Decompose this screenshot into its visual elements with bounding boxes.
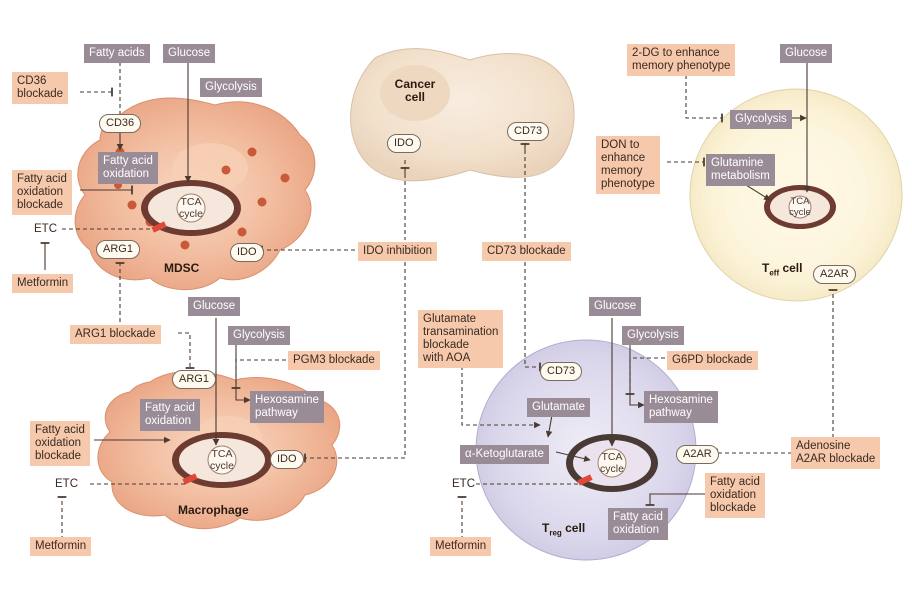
arg1-blockade-box: ARG1 blockade (70, 325, 161, 344)
tmem-tca-label: TCA cycle (789, 196, 811, 218)
macrophage-ido-oval: IDO (270, 450, 304, 469)
macrophage-hexosamine-box: Hexosamine pathway (250, 391, 324, 423)
tmem-glutamine-box: Glutamine metabolism (706, 154, 775, 186)
cancer-ido-oval: IDO (387, 134, 421, 153)
adenosine-a2ar-blockade-box: Adenosine A2AR blockade (791, 437, 881, 469)
cancer-cell-label: Cancer cell (394, 77, 436, 104)
mdsc-mitochondrion (141, 180, 241, 236)
mdsc-glucose-box: Glucose (163, 44, 216, 63)
tmem-cell-label: Teff cell (762, 262, 802, 279)
cancer-cell-body (350, 48, 575, 182)
mdsc-etc-label: ETC (34, 223, 57, 235)
macrophage-mitochondrion (172, 432, 272, 488)
treg-etc-label: ETC (452, 478, 475, 490)
treg-cell-label-sub: reg (549, 528, 562, 538)
treg-glutamate-box: Glutamate (527, 398, 591, 417)
pgm3-blockade-box: PGM3 blockade (288, 351, 380, 370)
treg-fao-blockade-box: Fatty acid oxidation blockade (705, 473, 765, 518)
connectors (40, 62, 838, 540)
tmem-glycolysis-box: Glycolysis (730, 110, 792, 129)
mdsc-ido-oval: IDO (230, 243, 264, 262)
treg-metformin-box: Metformin (430, 537, 492, 556)
mdsc-fao-blockade-box: Fatty acid oxidation blockade (12, 170, 72, 215)
treg-a2ar-oval: A2AR (676, 445, 719, 464)
treg-tca-circle (597, 448, 627, 478)
macrophage-etc-label: ETC (55, 478, 78, 490)
treg-tca-label: TCA cycle (600, 451, 624, 475)
mdsc-metformin-box: Metformin (12, 274, 74, 293)
treg-cell-label-tail: cell (561, 521, 586, 535)
glutamate-transamination-blockade-box: Glutamate transamination blockade with A… (418, 310, 504, 368)
don-box: DON to enhance memory phenotype (596, 136, 660, 194)
treg-etc-mark (577, 474, 593, 486)
macrophage-tca-label: TCA cycle (210, 448, 234, 472)
mdsc-cd36-oval: CD36 (99, 114, 142, 133)
ido-inhibition-box: IDO inhibition (358, 242, 438, 261)
tmem-cell-label-sub: eff (769, 268, 780, 278)
macrophage-glucose-box: Glucose (188, 297, 241, 316)
treg-glycolysis-box: Glycolysis (622, 326, 684, 345)
treg-cd73-oval: CD73 (540, 362, 583, 381)
tmem-cell-label-main: T (762, 261, 770, 275)
treg-glucose-box: Glucose (589, 297, 642, 316)
mdsc-fao-box: Fatty acid oxidation (98, 152, 158, 184)
g6pd-blockade-box: G6PD blockade (667, 351, 758, 370)
macrophage-glycolysis-box: Glycolysis (228, 326, 290, 345)
cd73-blockade-box: CD73 blockade (482, 242, 571, 261)
mdsc-arg1-oval: ARG1 (96, 240, 140, 259)
cancer-nucleus (380, 65, 450, 121)
tmem-tca-circle (788, 195, 812, 219)
treg-aketoglutarate-box: α-Ketoglutarate (460, 445, 549, 464)
macrophage-fao-box: Fatty acid oxidation (140, 399, 200, 431)
mdsc-cd36-blockade-box: CD36 blockade (12, 72, 69, 104)
macrophage-cell-label: Macrophage (178, 503, 249, 517)
mdsc-tca-label: TCA cycle (179, 196, 203, 220)
tmem-cell-label-tail: cell (779, 261, 803, 275)
macrophage-metformin-box: Metformin (30, 537, 92, 556)
mdsc-fatty-acids-box: Fatty acids (84, 44, 150, 63)
treg-cell-label: Treg cell (542, 522, 585, 539)
mdsc-glycolysis-box: Glycolysis (200, 78, 262, 97)
treg-hexosamine-box: Hexosamine pathway (644, 391, 718, 423)
mdsc-cell-label: MDSC (164, 261, 200, 275)
treg-fao-box: Fatty acid oxidation (608, 508, 668, 540)
cancer-cd73-oval: CD73 (507, 122, 550, 141)
2dg-box: 2-DG to enhance memory phenotype (627, 44, 736, 76)
tmem-a2ar-oval: A2AR (813, 265, 856, 284)
treg-cell-label-main: T (542, 521, 550, 535)
macrophage-fao-blockade-box: Fatty acid oxidation blockade (30, 421, 90, 466)
tmem-glucose-box: Glucose (780, 44, 833, 63)
macrophage-arg1-oval: ARG1 (172, 370, 216, 389)
